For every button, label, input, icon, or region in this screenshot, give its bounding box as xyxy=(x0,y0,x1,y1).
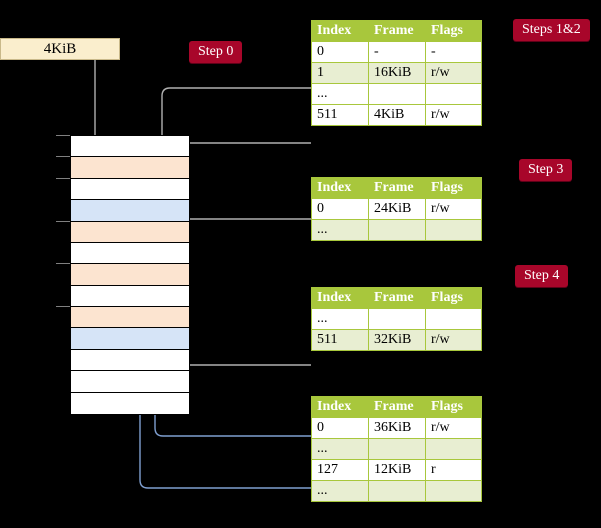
table-cell xyxy=(368,308,426,330)
table-cell: 511 xyxy=(311,329,369,351)
memory-row xyxy=(71,157,189,179)
memory-row xyxy=(71,178,189,201)
table-cell: 1 xyxy=(311,62,369,84)
column-header-frame: Frame xyxy=(368,20,426,42)
table-cell: 32KiB xyxy=(368,329,426,351)
memory-row xyxy=(71,264,189,286)
table-cell: 36KiB xyxy=(368,417,426,439)
column-header-index: Index xyxy=(311,396,369,418)
table-cell xyxy=(425,480,482,502)
table-cell xyxy=(368,219,426,241)
table-cell: ... xyxy=(311,308,369,330)
table-row: ... xyxy=(311,308,482,330)
table-cell: r/w xyxy=(425,198,482,220)
column-header-flags: Flags xyxy=(425,396,482,418)
table-cell: 127 xyxy=(311,459,369,481)
table-cell: r xyxy=(425,459,482,481)
table-cell: - xyxy=(368,41,426,63)
table-cell: 4KiB xyxy=(368,104,426,126)
memory-tick xyxy=(56,263,70,265)
table-cell: 12KiB xyxy=(368,459,426,481)
badge-step-0: Step 0 xyxy=(189,41,243,63)
table-cell: - xyxy=(425,41,482,63)
table-cell: r/w xyxy=(425,62,482,84)
table-cell: ... xyxy=(311,438,369,460)
badge-step-3: Step 3 xyxy=(519,159,573,181)
table-cell xyxy=(425,219,482,241)
column-header-frame: Frame xyxy=(368,177,426,199)
column-header-flags: Flags xyxy=(425,287,482,309)
table-row: ... xyxy=(311,219,482,241)
memory-tick xyxy=(56,156,70,158)
table-cell: 24KiB xyxy=(368,198,426,220)
table-cell: r/w xyxy=(425,329,482,351)
table-cell: r/w xyxy=(425,417,482,439)
table-cell: ... xyxy=(311,219,369,241)
memory-tick xyxy=(56,135,70,136)
memory-row xyxy=(71,221,189,243)
table-cell xyxy=(425,438,482,460)
memory-row xyxy=(71,136,189,158)
column-header-index: Index xyxy=(311,287,369,309)
badge-step-4: Step 4 xyxy=(515,265,569,287)
table-row: ... xyxy=(311,438,482,460)
table-row: ... xyxy=(311,480,482,502)
memory-tick xyxy=(56,177,70,179)
memory-row xyxy=(71,200,189,222)
table-cell: r/w xyxy=(425,104,482,126)
table-cell: 0 xyxy=(311,198,369,220)
column-header-frame: Frame xyxy=(368,287,426,309)
table-cell: 0 xyxy=(311,417,369,439)
table-cell xyxy=(368,83,426,105)
memory-row xyxy=(71,392,189,414)
column-header-flags: Flags xyxy=(425,177,482,199)
source-frame-box: 4KiB xyxy=(0,38,120,60)
column-header-index: Index xyxy=(311,20,369,42)
table-cell xyxy=(368,438,426,460)
memory-row xyxy=(71,285,189,308)
column-header-frame: Frame xyxy=(368,396,426,418)
table-cell: 0 xyxy=(311,41,369,63)
table-row: 0-- xyxy=(311,41,482,63)
wire-table2-to-memory xyxy=(171,308,311,366)
memory-tick xyxy=(56,220,70,222)
table-cell: ... xyxy=(311,83,369,105)
table-cell: 511 xyxy=(311,104,369,126)
table-cell xyxy=(425,308,482,330)
memory-row xyxy=(71,349,189,372)
table-row: ... xyxy=(311,83,482,105)
column-header-flags: Flags xyxy=(425,20,482,42)
table-cell xyxy=(425,83,482,105)
table-cell: 16KiB xyxy=(368,62,426,84)
memory-tick xyxy=(56,306,70,308)
table-cell: ... xyxy=(311,480,369,502)
memory-row xyxy=(71,328,189,350)
table-cell xyxy=(368,480,426,502)
memory-column xyxy=(70,135,190,415)
memory-row xyxy=(71,242,189,265)
memory-row xyxy=(71,371,189,393)
column-header-index: Index xyxy=(311,177,369,199)
memory-row xyxy=(71,307,189,329)
badge-steps-1-and-2: Steps 1&2 xyxy=(513,19,590,41)
wire-table1-to-memory xyxy=(176,218,311,250)
